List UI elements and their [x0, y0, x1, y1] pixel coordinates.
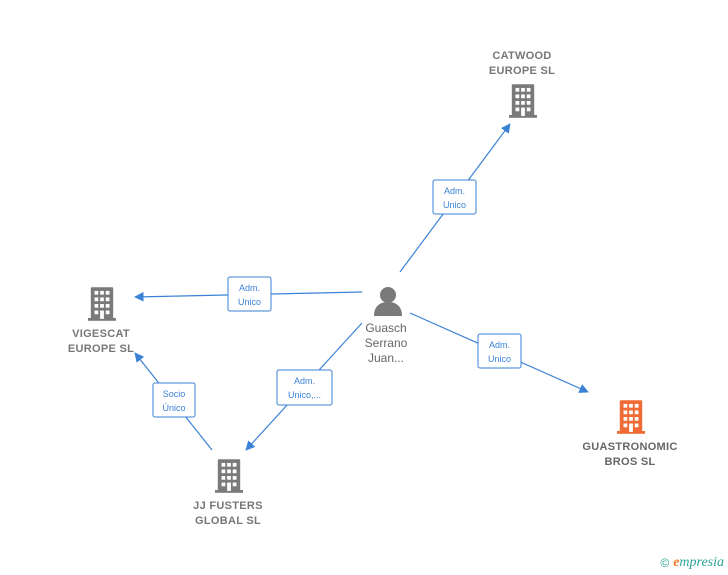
node-label: GLOBAL SL — [195, 515, 261, 527]
edge-label-jjfusters[interactable]: Adm. Unico,... — [276, 369, 333, 406]
node-label: EUROPE SL — [68, 343, 134, 355]
edge-label-socio[interactable]: Socio Único — [152, 382, 196, 418]
node-label: JJ FUSTERS — [193, 500, 263, 512]
building-icon — [617, 400, 645, 434]
brand-rest: mpresia — [679, 555, 724, 570]
brand-initial: e — [673, 555, 680, 570]
edge-label-line: Socio — [163, 389, 186, 399]
copyright-symbol: © — [660, 556, 670, 570]
building-icon — [215, 459, 243, 493]
node-guastronomic[interactable]: GUASTRONOMIC BROS SL — [582, 400, 677, 468]
edge-label-vigescat[interactable]: Adm. Unico — [227, 276, 272, 312]
edge-label-guastronomic[interactable]: Adm. Unico — [477, 333, 522, 369]
footer: © empresia — [660, 555, 724, 571]
edge-label-catwood[interactable]: Adm. Unico — [432, 179, 477, 215]
edge-label-line: Adm. — [239, 283, 260, 293]
node-guasch[interactable]: Guasch Serrano Juan... — [365, 287, 408, 365]
node-catwood[interactable]: CATWOOD EUROPE SL — [489, 50, 555, 118]
building-icon — [88, 287, 116, 321]
empresia-logo[interactable]: empresia — [673, 555, 724, 571]
edge-label-line: Adm. — [294, 376, 315, 386]
edge-label-line: Único — [162, 403, 185, 413]
node-vigescat[interactable]: VIGESCAT EUROPE SL — [68, 287, 134, 355]
edge-label-line: Adm. — [489, 340, 510, 350]
building-icon — [509, 84, 537, 118]
node-label: Serrano — [365, 336, 408, 350]
edges — [134, 123, 589, 451]
edge-label-line: Unico — [443, 200, 466, 210]
node-label: Juan... — [368, 351, 404, 365]
node-label: GUASTRONOMIC — [582, 441, 677, 453]
node-jjfusters[interactable]: JJ FUSTERS GLOBAL SL — [193, 459, 263, 527]
edge-label-line: Unico,... — [288, 390, 321, 400]
person-icon — [374, 287, 402, 316]
edge-label-line: Unico — [238, 297, 261, 307]
node-label: BROS SL — [605, 456, 656, 468]
edge-label-line: Adm. — [444, 186, 465, 196]
node-label: Guasch — [365, 321, 406, 335]
node-label: EUROPE SL — [489, 65, 555, 77]
node-label: VIGESCAT — [72, 328, 130, 340]
edge-label-line: Unico — [488, 354, 511, 364]
node-label: CATWOOD — [492, 50, 551, 62]
